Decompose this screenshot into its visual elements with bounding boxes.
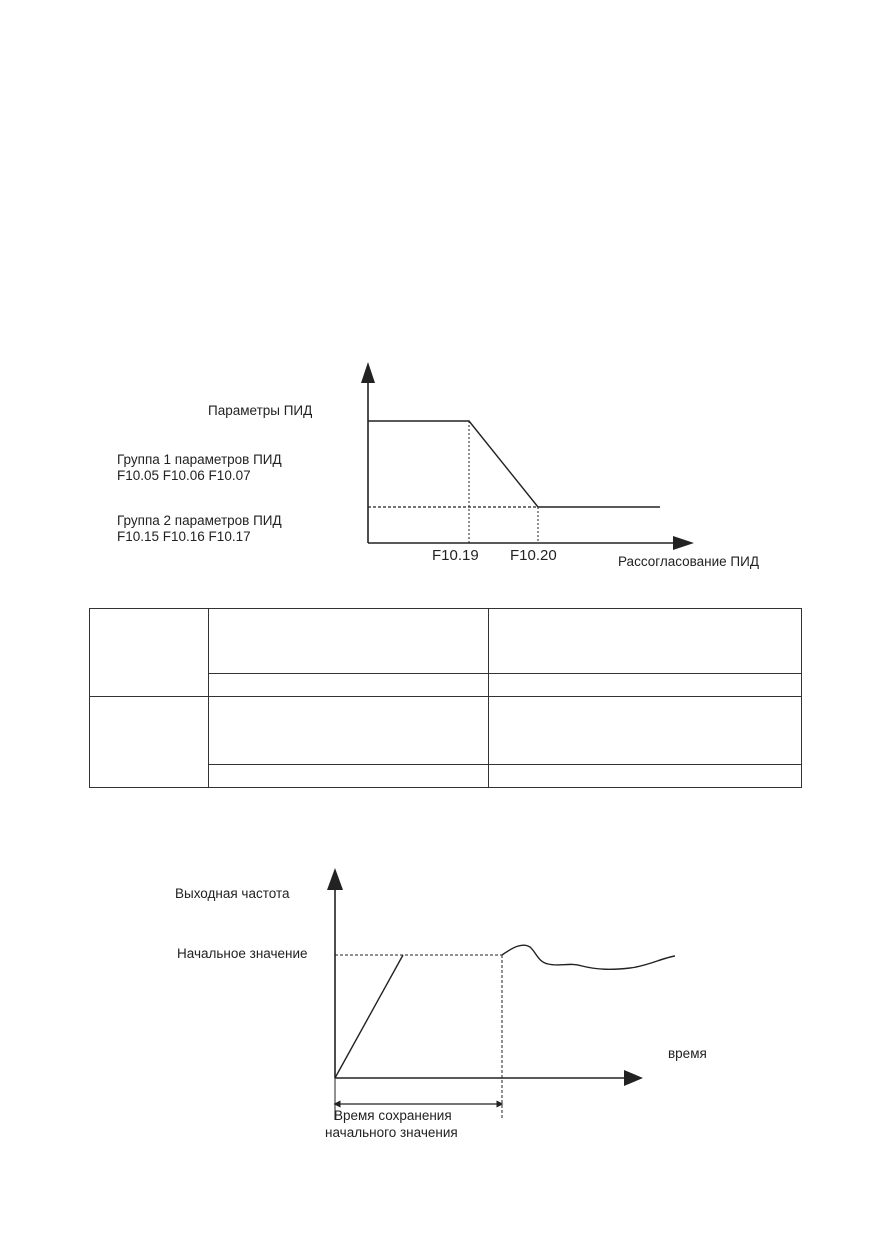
table-row [90, 763, 802, 789]
fig2-x-arrow-icon [624, 1070, 643, 1086]
fig2-hold-label-line2: начального значения [325, 1125, 458, 1140]
table-cell [488, 673, 802, 697]
fig1-group2-title: Группа 2 параметров ПИД [117, 513, 282, 528]
fig2-y-label: Выходная частота [175, 886, 290, 901]
fig1-tick-f1019: F10.19 [432, 547, 479, 564]
table-cell [89, 608, 209, 697]
fig2-pid-response-curve [501, 944, 676, 971]
table-cell [89, 696, 209, 788]
fig1-y-arrow-icon [361, 362, 375, 383]
table-cell [208, 696, 489, 765]
table-row [89, 696, 802, 788]
fig1-param-curve [368, 420, 660, 508]
fig2-y-arrow-icon [327, 868, 343, 890]
table-cell [488, 763, 802, 789]
fig2-ramp-line [334, 954, 404, 1079]
table-cell [208, 763, 489, 789]
fig2-initial-level-label: Начальное значение [177, 946, 308, 961]
fig1-group1-title: Группа 1 параметров ПИД [117, 452, 282, 467]
fig1-group1-params: F10.05 F10.06 F10.07 [117, 468, 251, 483]
fig1-tick-f1020: F10.20 [510, 547, 557, 564]
fig1-x-label: Рассогласование ПИД [618, 554, 759, 569]
fig2-x-label: время [668, 1046, 707, 1061]
fig2-hold-label-line1: Время сохранения [334, 1108, 452, 1123]
pid-parameters-table [89, 608, 802, 789]
table-row [89, 608, 802, 697]
fig1-group2-params: F10.15 F10.16 F10.17 [117, 529, 251, 544]
table-cell [488, 608, 802, 674]
fig1-x-arrow-icon [673, 536, 694, 550]
fig1-y-label: Параметры ПИД [208, 403, 313, 418]
table-cell [488, 696, 802, 765]
table-cell [208, 608, 489, 674]
table-row [90, 673, 802, 697]
table-cell [208, 673, 489, 697]
